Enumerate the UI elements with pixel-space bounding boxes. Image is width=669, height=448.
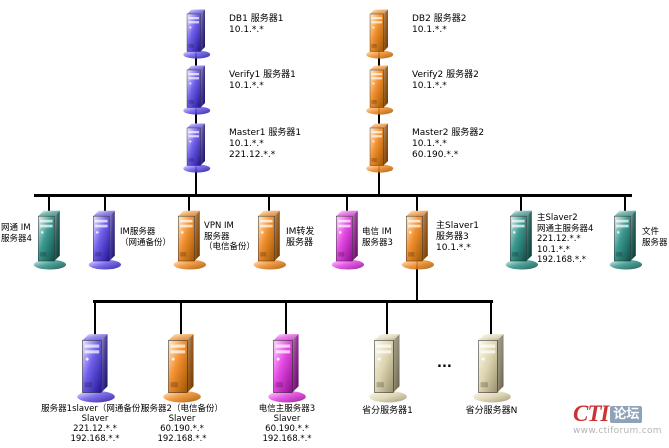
connector-drop-netcom-im <box>48 196 50 212</box>
server-label-file-server: 文件 服务器 <box>642 227 668 248</box>
bus-line-2 <box>93 300 493 303</box>
server-label-slaver1: 主Slaver1 服务器3 10.1.*.* <box>436 221 480 253</box>
server-label-telecom-im: 电信 IM 服务器3 <box>362 227 393 248</box>
connector-drop-slaver2 <box>520 196 522 212</box>
server-icon-bottom3 <box>267 333 307 403</box>
connector-drop-telecom-im <box>346 196 348 212</box>
cti-logo: CTI 论坛 www.ctiforum.com <box>573 401 662 436</box>
server-icon-master1 <box>182 123 211 173</box>
bus-line-1 <box>34 194 632 197</box>
server-icon-verify2 <box>365 65 394 115</box>
server-icon-file-server <box>609 210 643 270</box>
connector-drop-province1 <box>386 302 388 336</box>
server-label-db2: DB2 服务器2 10.1.*.* <box>412 14 467 35</box>
connector-drop-im-backup <box>104 196 106 212</box>
cti-logo-row: CTI 论坛 <box>573 401 662 426</box>
server-label-verify2: Verify2 服务器2 10.1.*.* <box>412 70 479 91</box>
connector-drop-im-forward <box>268 196 270 212</box>
server-label-verify1: Verify1 服务器1 10.1.*.* <box>229 70 296 91</box>
server-icon-im-backup <box>88 210 122 270</box>
server-label-provinceN: 省分服务器N <box>465 406 518 416</box>
connector-drop-bottom3 <box>285 302 287 336</box>
server-icon-slaver2 <box>505 210 539 270</box>
server-label-bottom1: 服务器1slaver（网通备份） Slaver 221.12.*.* 192.1… <box>41 404 149 444</box>
server-label-master2: Master2 服务器2 10.1.*.* 60.190.*.* <box>412 128 485 160</box>
cti-logo-text: CTI <box>573 401 609 426</box>
server-icon-bottom1 <box>76 333 116 403</box>
connector-drop-vpn-im <box>188 196 190 212</box>
server-icon-db2 <box>365 9 394 59</box>
server-label-slaver2: 主Slaver2 网通主服务器4 221.12.*.* 10.1.*.* 192… <box>537 213 594 265</box>
server-icon-db1 <box>182 9 211 59</box>
connector-drop-file-server <box>624 196 626 212</box>
connector-drop-provinceN <box>490 302 492 336</box>
server-label-vpn-im: VPN IM 服务器 （电信备份） <box>204 221 256 252</box>
server-icon-slaver1 <box>401 210 435 270</box>
server-icon-telecom-im <box>331 210 365 270</box>
server-label-db1: DB1 服务器1 10.1.*.* <box>229 14 284 35</box>
server-icon-bottom2 <box>162 333 202 403</box>
ellipsis-label: ... <box>437 356 452 371</box>
server-icon-province1 <box>368 333 408 403</box>
server-label-netcom-im: 网通 IM 服务器4 <box>1 223 32 244</box>
connector-drop-bottom2 <box>180 302 182 336</box>
server-label-province1: 省分服务器1 <box>362 406 413 416</box>
cti-forum-badge: 论坛 <box>610 405 643 423</box>
cti-url: www.ctiforum.com <box>573 426 662 436</box>
connector-drop-bottom1 <box>94 302 96 336</box>
server-label-bottom2: 服务器2（电信备份） Slaver 60.190.*.* 192.168.*.* <box>141 404 223 444</box>
server-label-bottom3: 电信主服务器3 Slaver 60.190.*.* 192.168.*.* <box>258 404 316 444</box>
server-label-master1: Master1 服务器1 10.1.*.* 221.12.*.* <box>229 128 302 160</box>
server-icon-vpn-im <box>173 210 207 270</box>
server-label-im-backup: IM服务器 （网通备份） <box>120 227 172 248</box>
server-icon-master2 <box>365 123 394 173</box>
server-icon-provinceN <box>472 333 512 403</box>
server-icon-verify1 <box>182 65 211 115</box>
server-icon-netcom-im <box>33 210 67 270</box>
server-label-im-forward: IM转发 服务器 <box>286 227 315 248</box>
